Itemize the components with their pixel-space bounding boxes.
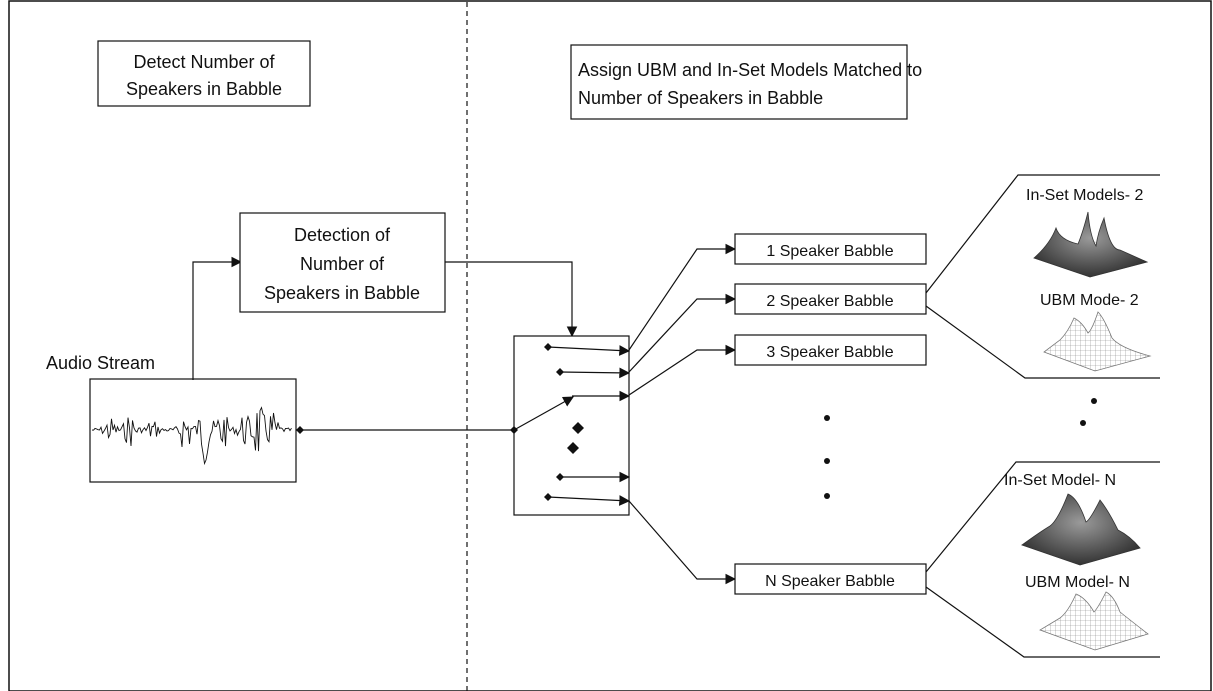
babble-label-n: N Speaker Babble: [765, 573, 895, 590]
model-callout-n: [925, 461, 1160, 658]
left-title-line2: Speakers in Babble: [126, 79, 282, 99]
right-panel-title: Assign UBM and In-Set Models Matched to …: [570, 44, 922, 120]
outer-frame: [8, 0, 1212, 691]
waveform-output-node: [296, 426, 304, 434]
ellipsis-dots-right: [1080, 398, 1097, 426]
babble-box-1: 1 Speaker Babble: [734, 233, 927, 265]
right-title-line1: Assign UBM and In-Set Models Matched to: [578, 60, 922, 80]
audio-stream-label: Audio Stream: [46, 353, 155, 373]
left-panel-title: Detect Number of Speakers in Babble: [97, 40, 311, 107]
inset-model-n-label: In-Set Model- N: [1004, 472, 1116, 489]
switch-output-lines: [628, 243, 737, 585]
switch-contacts: [513, 345, 631, 506]
inset-model-2-label: In-Set Models- 2: [1026, 187, 1143, 204]
babble-box-3: 3 Speaker Babble: [734, 334, 927, 366]
model-callout-2: [925, 174, 1160, 379]
detection-line2: Number of: [300, 254, 385, 274]
waveform-to-detection-line: [192, 256, 243, 380]
babble-label-2: 2 Speaker Babble: [766, 293, 893, 310]
detection-box: Detection of Number of Speakers in Babbl…: [239, 212, 446, 313]
switch-diamonds: [510, 343, 584, 501]
audio-waveform-box: [89, 378, 297, 483]
switch-box: [513, 335, 630, 516]
audio-waveform: [91, 406, 292, 466]
left-title-line1: Detect Number of: [133, 52, 275, 72]
right-title-line2: Number of Speakers in Babble: [578, 88, 823, 108]
ubm-model-n-surface: [1039, 591, 1149, 651]
ellipsis-dots-middle: [824, 415, 830, 499]
babble-box-2: 2 Speaker Babble: [734, 283, 927, 315]
babble-box-n: N Speaker Babble: [734, 563, 927, 595]
babble-label-3: 3 Speaker Babble: [766, 344, 893, 361]
ubm-model-2-label: UBM Mode- 2: [1040, 292, 1139, 309]
ubm-model-2-surface: [1043, 311, 1152, 372]
ubm-model-n-label: UBM Model- N: [1025, 574, 1130, 591]
inset-model-n-surface: [1020, 493, 1141, 566]
inset-model-2-surface: [1032, 211, 1149, 278]
babble-label-1: 1 Speaker Babble: [766, 243, 893, 260]
detection-line3: Speakers in Babble: [264, 283, 420, 303]
detection-line1: Detection of: [294, 225, 391, 245]
detection-to-switch-line: [445, 261, 578, 338]
